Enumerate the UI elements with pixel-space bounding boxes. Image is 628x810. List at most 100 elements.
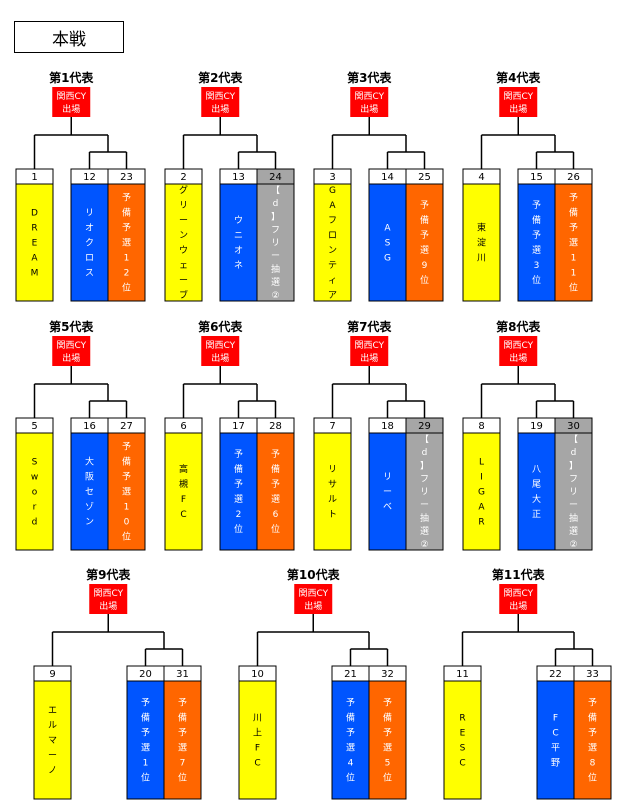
team-name-char: 位 xyxy=(569,282,578,294)
team-name-char: I xyxy=(480,473,483,483)
slot-number: 24 xyxy=(269,172,282,183)
team-name-char: マ xyxy=(48,736,57,746)
team-name-char: D xyxy=(31,209,38,219)
team-cell xyxy=(164,432,203,551)
team-name-char: R xyxy=(31,224,37,234)
team-cell xyxy=(313,432,352,551)
team-name-char: ウ xyxy=(179,245,188,256)
team-name-char: 位 xyxy=(383,772,392,784)
badge-line1: 関西CY xyxy=(56,340,86,351)
team-name-char: ウ xyxy=(234,215,243,226)
slot-number: 8 xyxy=(478,421,484,432)
slot-number: 13 xyxy=(232,172,245,183)
team-name-char: 3 xyxy=(534,261,540,271)
team-name-char: ン xyxy=(328,246,337,256)
team-name-char: 抽 xyxy=(569,512,578,524)
team-name-char: 1 xyxy=(571,269,577,279)
team-name-char: 4 xyxy=(348,759,354,769)
slot-number: 17 xyxy=(232,421,245,432)
team-name-char: 選 xyxy=(178,743,187,754)
slot-number: 9 xyxy=(49,669,55,680)
team-name-char: フ xyxy=(420,474,429,484)
team-name-char: F xyxy=(553,714,558,724)
team-name-char: 備 xyxy=(234,463,243,475)
team-name-char: 6 xyxy=(273,510,279,520)
team-name-char: 予 xyxy=(122,193,131,204)
team-name-char: 大 xyxy=(532,493,541,505)
team-name-char: 選 xyxy=(569,238,578,249)
team-name-char: S xyxy=(460,744,466,754)
team-name-char: F xyxy=(181,495,186,505)
team-name-char: 予 xyxy=(569,223,578,234)
team-cell xyxy=(163,680,202,800)
team-name-char: E xyxy=(460,729,466,739)
team-name-char: ル xyxy=(48,721,57,731)
team-cell xyxy=(368,680,407,800)
team-name-char: ル xyxy=(328,495,337,505)
representative-label: 第11代表 xyxy=(492,567,546,582)
team-name-char: 備 xyxy=(420,214,429,226)
team-name-char: 予 xyxy=(141,698,150,709)
badge-line2: 出場 xyxy=(360,352,378,364)
representative-label: 第2代表 xyxy=(198,70,243,85)
slot-number: 26 xyxy=(567,172,580,183)
team-name-char: 予 xyxy=(122,442,131,453)
team-cell xyxy=(70,432,109,551)
team-name-char: 位 xyxy=(122,282,131,294)
team-cell xyxy=(405,183,444,302)
slot-number: 33 xyxy=(586,669,599,680)
team-name-char: 【 xyxy=(420,434,429,445)
badge-line2: 出場 xyxy=(304,600,322,612)
team-name-char: 予 xyxy=(141,728,150,739)
slot-number: 16 xyxy=(83,421,96,432)
team-cell xyxy=(70,183,109,302)
badge-bg xyxy=(52,87,91,117)
team-name-char: 位 xyxy=(141,772,150,784)
team-name-char: 選 xyxy=(569,526,578,537)
team-name-char: 2 xyxy=(236,510,242,520)
team-name-char: 選 xyxy=(588,743,597,754)
slot-number: 6 xyxy=(180,421,186,432)
team-cell xyxy=(107,183,146,302)
team-name-char: 】 xyxy=(271,211,280,222)
team-name-char: 淀 xyxy=(477,237,486,249)
badge-bg xyxy=(201,87,240,117)
team-name-char: o xyxy=(32,488,38,498)
slot-number: 18 xyxy=(381,421,394,432)
slot-number: 3 xyxy=(329,172,335,183)
team-name-char: 0 xyxy=(124,518,130,528)
team-name-char: 予 xyxy=(271,479,280,490)
team-cell xyxy=(462,432,501,551)
team-name-char: F xyxy=(255,744,260,754)
slot-number: 4 xyxy=(478,172,484,183)
badge-line1: 関西CY xyxy=(354,340,384,351)
badge-line2: 出場 xyxy=(62,352,80,364)
team-name-char: 5 xyxy=(385,759,391,769)
representative-label: 第6代表 xyxy=(198,319,243,334)
team-cell xyxy=(443,680,482,800)
slot-number: 14 xyxy=(381,172,394,183)
badge-line2: 出場 xyxy=(211,103,229,115)
team-name-char: 予 xyxy=(383,728,392,739)
team-name-char: 予 xyxy=(234,479,243,490)
team-name-char: C xyxy=(552,729,558,739)
badge-line1: 関西CY xyxy=(298,588,328,599)
team-name-char: 選 xyxy=(234,494,243,505)
team-name-char: オ xyxy=(234,245,243,256)
team-name-char: ー xyxy=(179,216,188,226)
badge-line1: 関西CY xyxy=(503,91,533,102)
